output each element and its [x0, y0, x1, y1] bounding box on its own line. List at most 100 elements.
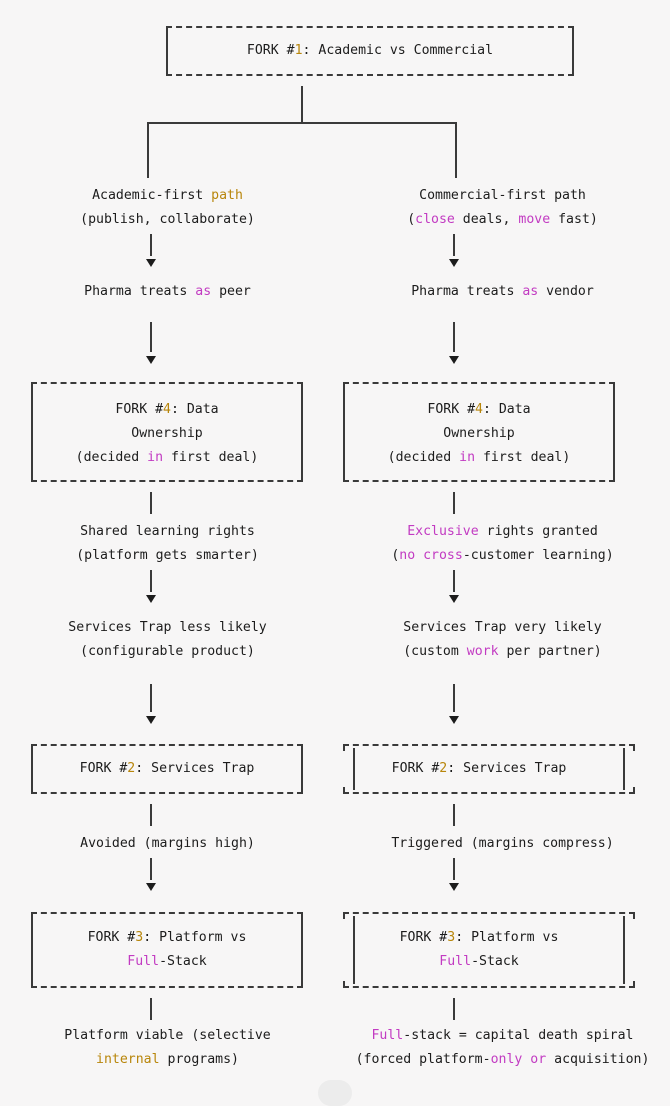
box-corner-bl: [31, 475, 33, 482]
right-arrow-3: [449, 595, 459, 603]
left-connector-4: [150, 570, 152, 592]
box-corner-br: [633, 787, 635, 794]
right-path-line2: (close deals, move fast): [407, 212, 598, 227]
right-rights-line1: Exclusive rights granted: [407, 524, 598, 539]
box-bottom-rule: [343, 986, 635, 988]
right-trap-line2: (custom work per partner): [403, 644, 602, 659]
right-final-line1: Full-stack = capital death spiral: [371, 1028, 634, 1043]
right-pharma-line: Pharma treats as vendor: [411, 284, 594, 299]
left-fork4-line2: Ownership: [131, 426, 203, 441]
right-final-keyword-only: only: [490, 1052, 523, 1067]
box-corner-tr: [301, 912, 303, 919]
box-corner-bl: [166, 69, 168, 76]
left-pharma-keyword: as: [195, 284, 212, 299]
left-fork3-box: FORK #3: Platform vs Full-Stack: [31, 912, 303, 988]
box-left-pipe: [353, 748, 355, 790]
left-fork3-line1: FORK #3: Platform vs: [87, 930, 247, 945]
box-corner-tr: [301, 744, 303, 751]
right-arrow-4: [449, 716, 459, 724]
box-corner-bl: [31, 981, 33, 988]
right-path-keyword-move: move: [518, 212, 551, 227]
box-bottom-rule: [31, 986, 303, 988]
left-pharma-line: Pharma treats as peer: [84, 284, 251, 299]
left-arrow-2: [146, 356, 156, 364]
box-corner-bl: [343, 475, 345, 482]
box-left-pipe: [343, 386, 345, 478]
box-top-rule: [343, 744, 635, 746]
right-trap-line1: Services Trap very likely: [403, 620, 602, 635]
right-rights-line2: (no cross-customer learning): [391, 548, 614, 563]
bottom-cut-off-pill[interactable]: [318, 1080, 352, 1106]
box-right-pipe: [623, 748, 625, 790]
fork1-label: FORK #1: Academic vs Commercial: [246, 43, 494, 58]
trunk-connector: [301, 86, 303, 122]
right-connector-8: [453, 998, 455, 1020]
left-fork4-line1: FORK #4: Data: [115, 402, 219, 417]
box-bottom-rule: [343, 480, 615, 482]
box-corner-tr: [572, 26, 574, 33]
right-arrow-5: [449, 883, 459, 891]
left-fork2-box: FORK #2: Services Trap: [31, 744, 303, 794]
right-final-keyword-or: or: [530, 1052, 547, 1067]
box-corner-tl: [343, 382, 345, 389]
right-fork3-box: FORK #3: Platform vs Full-Stack: [343, 912, 635, 988]
right-fork2-box: FORK #2: Services Trap: [343, 744, 635, 794]
box-corner-tr: [633, 744, 635, 751]
right-fork3-line2: Full-Stack: [439, 954, 519, 969]
split-drop-right: [455, 122, 457, 178]
box-left-pipe: [31, 748, 33, 790]
left-path-keyword: path: [211, 188, 243, 203]
right-connector-4: [453, 570, 455, 592]
left-connector-1: [150, 234, 152, 256]
left-path-line1: Academic-first path: [92, 188, 243, 203]
left-connector-3: [150, 492, 152, 514]
box-corner-br: [572, 69, 574, 76]
left-rights-line2: (platform gets smarter): [76, 548, 259, 563]
right-fork3-line1: FORK #3: Platform vs: [399, 930, 559, 945]
box-left-pipe: [31, 916, 33, 984]
box-corner-tr: [301, 382, 303, 389]
right-pharma-keyword: as: [522, 284, 539, 299]
box-top-rule: [343, 912, 635, 914]
box-corner-tl: [31, 912, 33, 919]
box-top-rule: [166, 26, 574, 28]
left-fork3-number: 3: [135, 930, 144, 945]
left-fork4-box: FORK #4: Data Ownership (decided in firs…: [31, 382, 303, 482]
right-fork2-number: 2: [439, 761, 448, 776]
right-path-keyword-close: close: [415, 212, 455, 227]
box-top-rule: [31, 382, 303, 384]
box-right-pipe: [613, 386, 615, 478]
right-connector-6: [453, 804, 455, 826]
left-final-line1: Platform viable (selective: [64, 1028, 271, 1043]
box-left-pipe: [353, 916, 355, 984]
fork1-box: FORK #1: Academic vs Commercial: [166, 26, 574, 76]
box-right-pipe: [623, 916, 625, 984]
box-left-pipe: [31, 386, 33, 478]
box-corner-br: [633, 981, 635, 988]
box-top-rule: [343, 382, 615, 384]
left-outcome2: Avoided (margins high): [80, 836, 255, 851]
left-final-keyword: internal: [96, 1052, 160, 1067]
left-arrow-4: [146, 716, 156, 724]
left-rights-line1: Shared learning rights: [80, 524, 255, 539]
left-fork2-number: 2: [127, 761, 136, 776]
left-fork2-label: FORK #2: Services Trap: [79, 761, 255, 776]
box-top-rule: [31, 912, 303, 914]
box-bottom-rule: [343, 792, 635, 794]
box-right-pipe: [301, 748, 303, 790]
left-trap-line1: Services Trap less likely: [68, 620, 267, 635]
right-fork4-number: 4: [475, 402, 483, 417]
left-connector-5: [150, 684, 152, 712]
split-horizontal: [147, 122, 455, 124]
box-corner-tr: [613, 382, 615, 389]
left-fork4-number: 4: [163, 402, 171, 417]
right-rights-keyword-no: no: [399, 548, 416, 563]
left-arrow-1: [146, 259, 156, 267]
left-connector-8: [150, 998, 152, 1020]
box-corner-bl: [343, 981, 345, 988]
right-arrow-2: [449, 356, 459, 364]
box-corner-tl: [343, 744, 345, 751]
left-fork4-line3: (decided in first deal): [75, 450, 259, 465]
fork1-number: 1: [294, 43, 303, 58]
